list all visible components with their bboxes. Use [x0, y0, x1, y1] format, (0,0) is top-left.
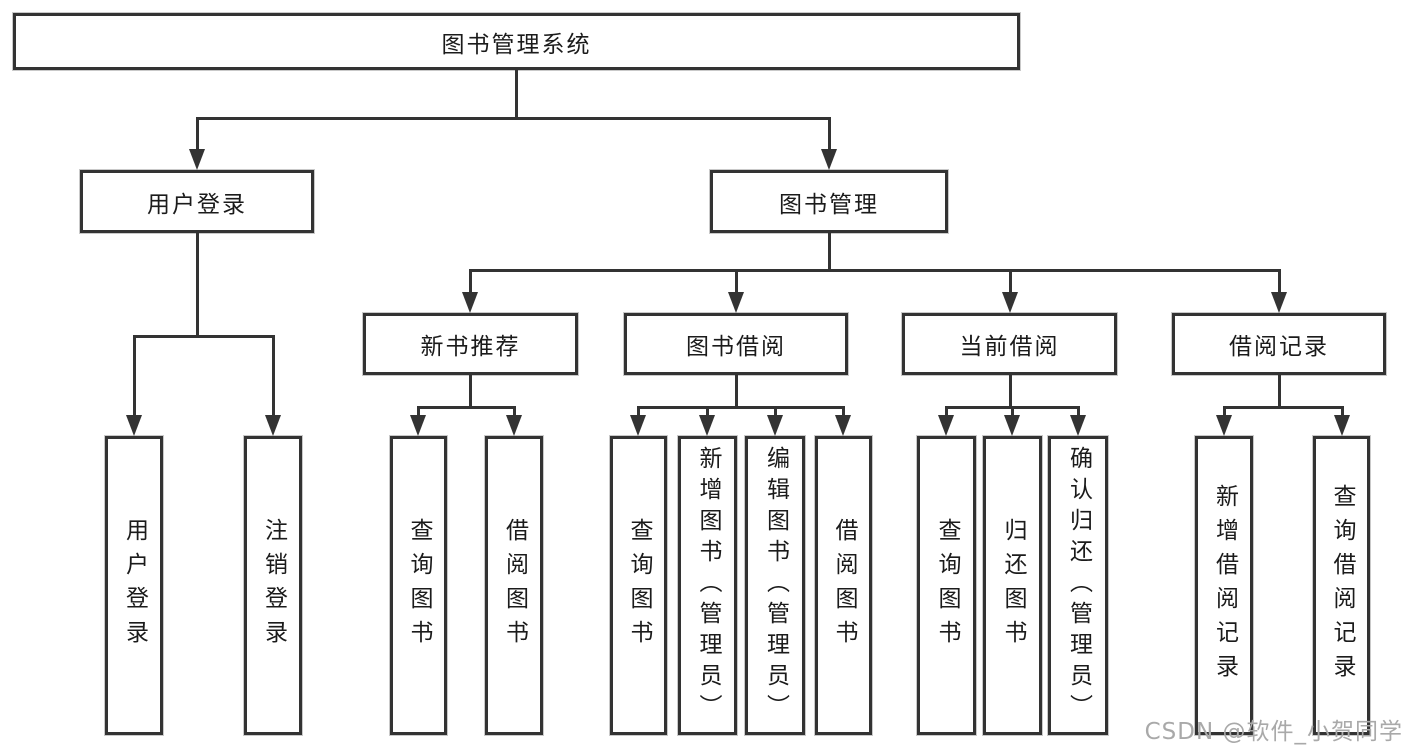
connector-line [842, 406, 845, 417]
csdn-watermark: CSDN @软件_小贺同学 [1144, 719, 1403, 745]
arrow-down-icon [1271, 292, 1287, 313]
arrow-down-icon [835, 415, 851, 436]
arrow-down-icon [728, 292, 744, 313]
leaf-add-books-admin: 新增图书（管理员） [678, 436, 737, 735]
leaf-user-login-label: 用户登录 [121, 517, 148, 654]
leaf-query-books-current-label: 查询图书 [934, 517, 960, 654]
node-book-management: 图书管理 [710, 170, 948, 233]
connector-line [469, 269, 1281, 272]
leaf-query-borrow-record-label: 查询借阅记录 [1329, 483, 1355, 688]
arrow-down-icon [189, 149, 205, 170]
arrow-down-icon [410, 415, 426, 436]
arrow-down-icon [462, 292, 478, 313]
node-book-borrowing: 图书借阅 [624, 313, 848, 375]
node-borrow-records-label: 借阅记录 [1229, 334, 1329, 360]
arrow-down-icon [506, 415, 522, 436]
node-book-borrowing-label: 图书借阅 [686, 334, 786, 360]
leaf-logout: 注销登录 [244, 436, 302, 735]
leaf-confirm-return-admin-label: 确认归还（管理员） [1065, 446, 1092, 725]
arrow-down-icon [265, 415, 281, 436]
leaf-query-books-current: 查询图书 [917, 436, 976, 735]
connector-line [706, 406, 709, 417]
arrow-down-icon [1002, 292, 1018, 313]
leaf-query-borrow-record: 查询借阅记录 [1313, 436, 1370, 735]
node-new-book-recommend-label: 新书推荐 [420, 334, 521, 360]
arrow-down-icon [1334, 415, 1350, 436]
node-current-borrowing: 当前借阅 [902, 313, 1117, 375]
leaf-borrow-books-label: 借阅图书 [831, 517, 857, 654]
node-borrow-records: 借阅记录 [1172, 313, 1386, 375]
leaf-add-books-admin-label: 新增图书（管理员） [695, 446, 721, 725]
arrow-down-icon [1070, 415, 1086, 436]
connector-line [469, 375, 472, 409]
leaf-confirm-return-admin: 确认归还（管理员） [1048, 436, 1108, 735]
connector-line [774, 406, 777, 417]
connector-line [1278, 375, 1281, 409]
leaf-borrow-books-recommend-label: 借阅图书 [501, 517, 528, 654]
connector-line [515, 70, 518, 118]
node-root: 图书管理系统 [13, 13, 1020, 70]
leaf-return-books: 归还图书 [983, 436, 1042, 735]
node-root-label: 图书管理系统 [441, 31, 592, 58]
leaf-edit-books-admin-label: 编辑图书（管理员） [762, 446, 789, 725]
leaf-query-books-recommend: 查询图书 [390, 436, 447, 735]
leaf-query-books-borrow: 查询图书 [610, 436, 667, 735]
connector-line [196, 117, 831, 120]
node-book-management-label: 图书管理 [779, 191, 879, 218]
connector-line [1011, 406, 1014, 417]
arrow-down-icon [1216, 415, 1232, 436]
leaf-logout-label: 注销登录 [260, 517, 287, 654]
connector-line [1223, 406, 1344, 409]
connector-line [133, 335, 275, 338]
leaf-borrow-books-recommend: 借阅图书 [485, 436, 543, 735]
connector-line [513, 406, 516, 417]
leaf-query-books-borrow-label: 查询图书 [626, 517, 652, 654]
connector-line [417, 406, 420, 417]
connector-line [1009, 269, 1012, 295]
connector-line [133, 335, 136, 416]
connector-line [637, 406, 845, 409]
arrow-down-icon [126, 415, 142, 436]
node-user-login-label: 用户登录 [147, 191, 247, 218]
arrow-down-icon [938, 415, 954, 436]
leaf-user-login: 用户登录 [105, 436, 163, 735]
connector-line [735, 375, 738, 409]
arrow-down-icon [1004, 415, 1020, 436]
leaf-add-borrow-record-label: 新增借阅记录 [1211, 483, 1238, 688]
connector-line [637, 406, 640, 417]
arrow-down-icon [699, 415, 715, 436]
node-current-borrowing-label: 当前借阅 [959, 334, 1060, 360]
connector-line [1341, 406, 1344, 417]
connector-line [735, 269, 738, 295]
node-new-book-recommend: 新书推荐 [363, 313, 578, 375]
arrow-down-icon [767, 415, 783, 436]
connector-line [1009, 375, 1012, 409]
arrow-down-icon [821, 149, 837, 170]
connector-line [945, 406, 948, 417]
connector-line [1223, 406, 1226, 417]
connector-line [828, 117, 831, 151]
leaf-edit-books-admin: 编辑图书（管理员） [745, 436, 805, 735]
connector-line [417, 406, 516, 409]
leaf-query-books-recommend-label: 查询图书 [406, 517, 432, 654]
leaf-borrow-books: 借阅图书 [815, 436, 872, 735]
leaf-add-borrow-record: 新增借阅记录 [1195, 436, 1253, 735]
node-user-login: 用户登录 [80, 170, 314, 233]
connector-line [196, 117, 199, 151]
connector-line [828, 233, 831, 272]
connector-line [196, 233, 199, 336]
connector-line [272, 335, 275, 416]
connector-line [469, 269, 472, 295]
arrow-down-icon [630, 415, 646, 436]
connector-line [1278, 269, 1281, 295]
connector-line [1077, 406, 1080, 417]
leaf-return-books-label: 归还图书 [1000, 517, 1026, 654]
